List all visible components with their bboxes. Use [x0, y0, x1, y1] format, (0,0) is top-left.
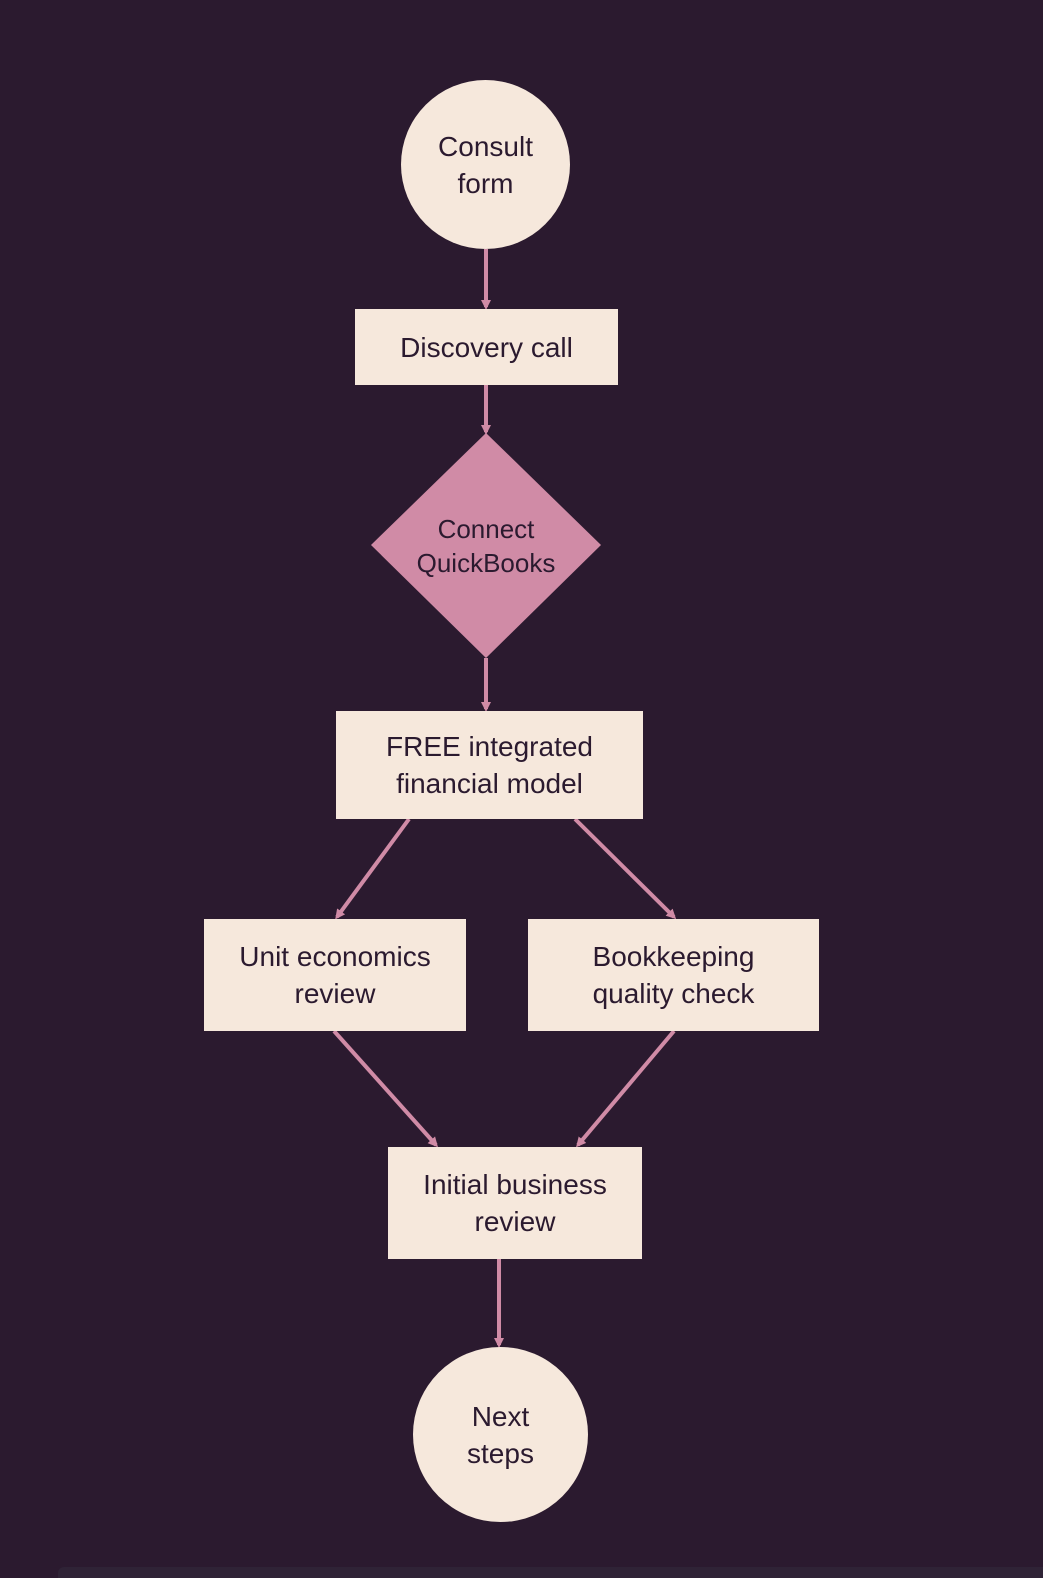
node-label-line: form [457, 167, 514, 199]
node-label-line: Next [471, 1400, 530, 1432]
node-label-line: FREE integrated [386, 731, 593, 762]
node-label-line: Consult [438, 130, 533, 162]
node-label-line: Connect [437, 513, 535, 544]
node-label: Discovery call [400, 331, 573, 363]
node-free-financial-model[interactable]: FREE integrated financial model [336, 711, 643, 819]
node-bookkeeping-quality-check[interactable]: Bookkeeping quality check [528, 919, 819, 1031]
node-label-line: review [294, 978, 376, 1009]
node-label-line: QuickBooks [416, 547, 556, 578]
arrow-unit_econ-to-initial_review [332, 1029, 439, 1148]
node-label-line: review [474, 1206, 556, 1237]
node-unit-economics-review[interactable]: Unit economics review [204, 919, 466, 1031]
node-label-line: Bookkeeping [592, 941, 755, 972]
node-start-consult-form[interactable]: Consult form [401, 80, 570, 249]
node-label-line: quality check [592, 978, 755, 1009]
node-next-steps[interactable]: Next steps [413, 1347, 588, 1522]
arrow-model-to-bookkeeping [573, 817, 677, 920]
node-initial-business-review[interactable]: Initial business review [388, 1147, 642, 1259]
bottom-bar [58, 1567, 1043, 1578]
decision-diamond-shape [371, 433, 601, 658]
node-discovery-call[interactable]: Discovery call [355, 309, 618, 385]
node-label-line: steps [467, 1437, 534, 1469]
arrow-model-to-unit_econ [335, 817, 411, 920]
arrow-bookkeeping-to-initial_review [576, 1029, 676, 1148]
node-label-line: Unit economics [239, 941, 431, 972]
node-label-line: Initial business [423, 1169, 607, 1200]
node-label-line: financial model [396, 768, 583, 799]
node-connect-quickbooks[interactable]: Connect QuickBooks [371, 433, 601, 658]
